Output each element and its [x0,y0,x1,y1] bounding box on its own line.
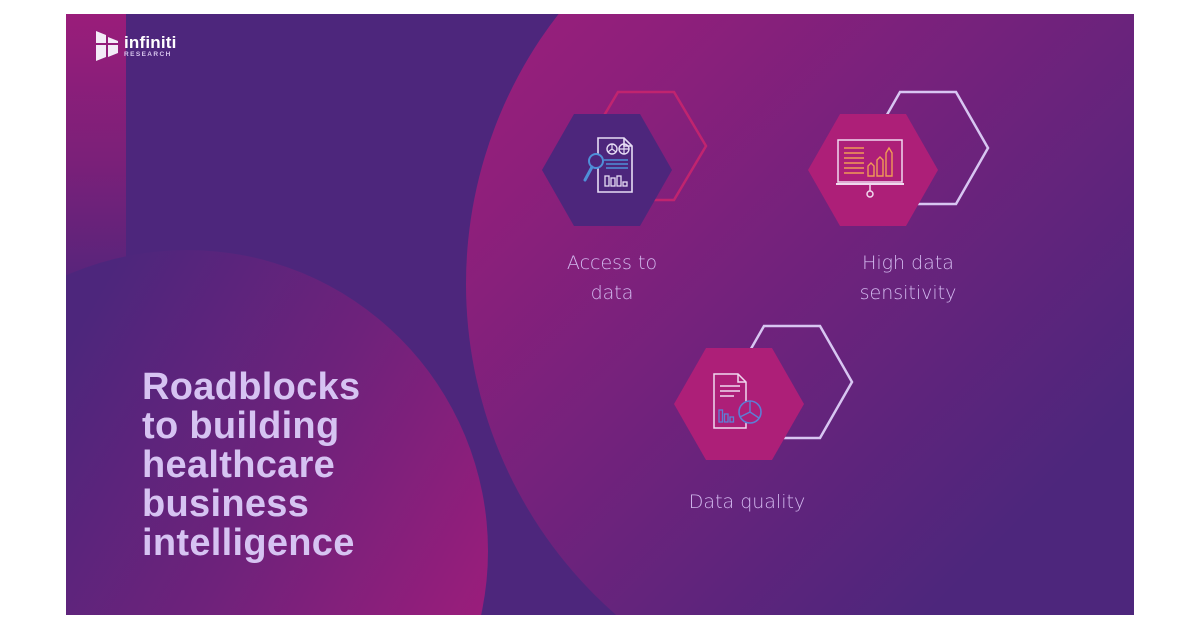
presentation-chart-icon [836,139,904,198]
report-magnifier-icon [583,137,633,193]
title-line: intelligence [142,522,355,564]
title-line: to building [142,405,340,447]
roadblock-label: Access to data [566,252,658,304]
document-pie-chart-icon [713,373,762,429]
title-line: business [142,483,310,525]
brand-name: infiniti [124,32,177,52]
roadblock-data-quality: Data quality [674,324,874,544]
roadblock-access-to-data: Access to data [542,88,722,308]
hexagon-graphic [542,90,708,226]
infiniti-logo-icon [96,31,118,61]
infographic-canvas: infiniti RESEARCH Roadblocks to building… [66,14,1134,615]
page-title: Roadblocks to building healthcare busine… [142,368,360,563]
hexagon-graphic [674,324,854,460]
roadblock-high-data-sensitivity: High data sensitivity [808,90,1008,310]
brand-logo: infiniti RESEARCH [96,31,177,61]
brand-subtitle: RESEARCH [124,50,172,58]
title-line: healthcare [142,444,336,486]
title-line: Roadblocks [142,366,361,408]
roadblock-label: Data quality [688,491,806,513]
hexagon-graphic [808,90,990,226]
roadblock-label: High data sensitivity [859,252,957,304]
